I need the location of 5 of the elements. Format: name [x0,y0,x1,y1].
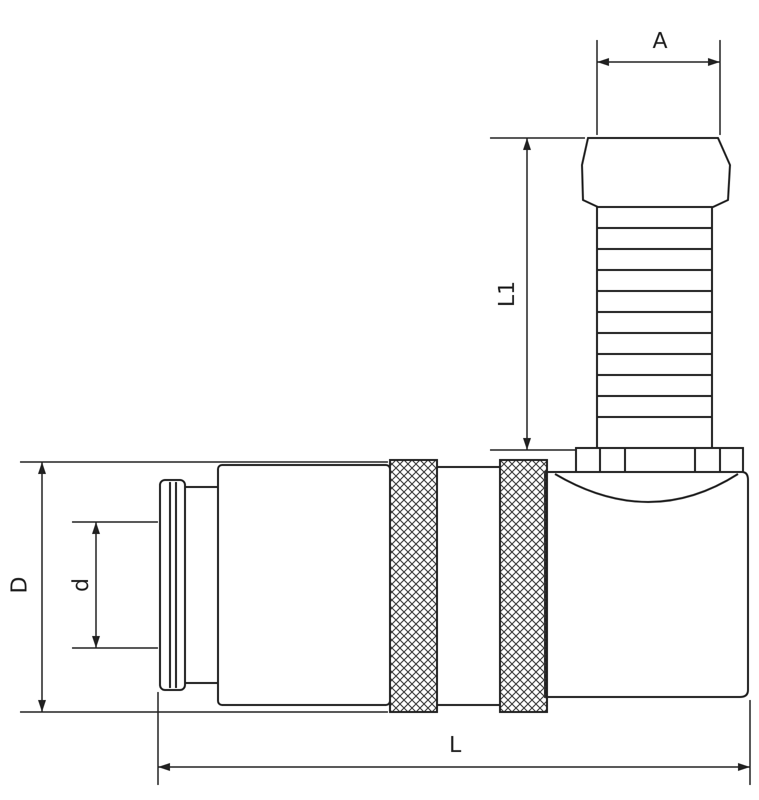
dimension-label: D [8,576,31,594]
dimension-label: d [70,578,93,592]
dimension-label: L [449,735,462,757]
dimension-label: L1 [497,280,520,308]
dimension-label: A [652,31,668,53]
